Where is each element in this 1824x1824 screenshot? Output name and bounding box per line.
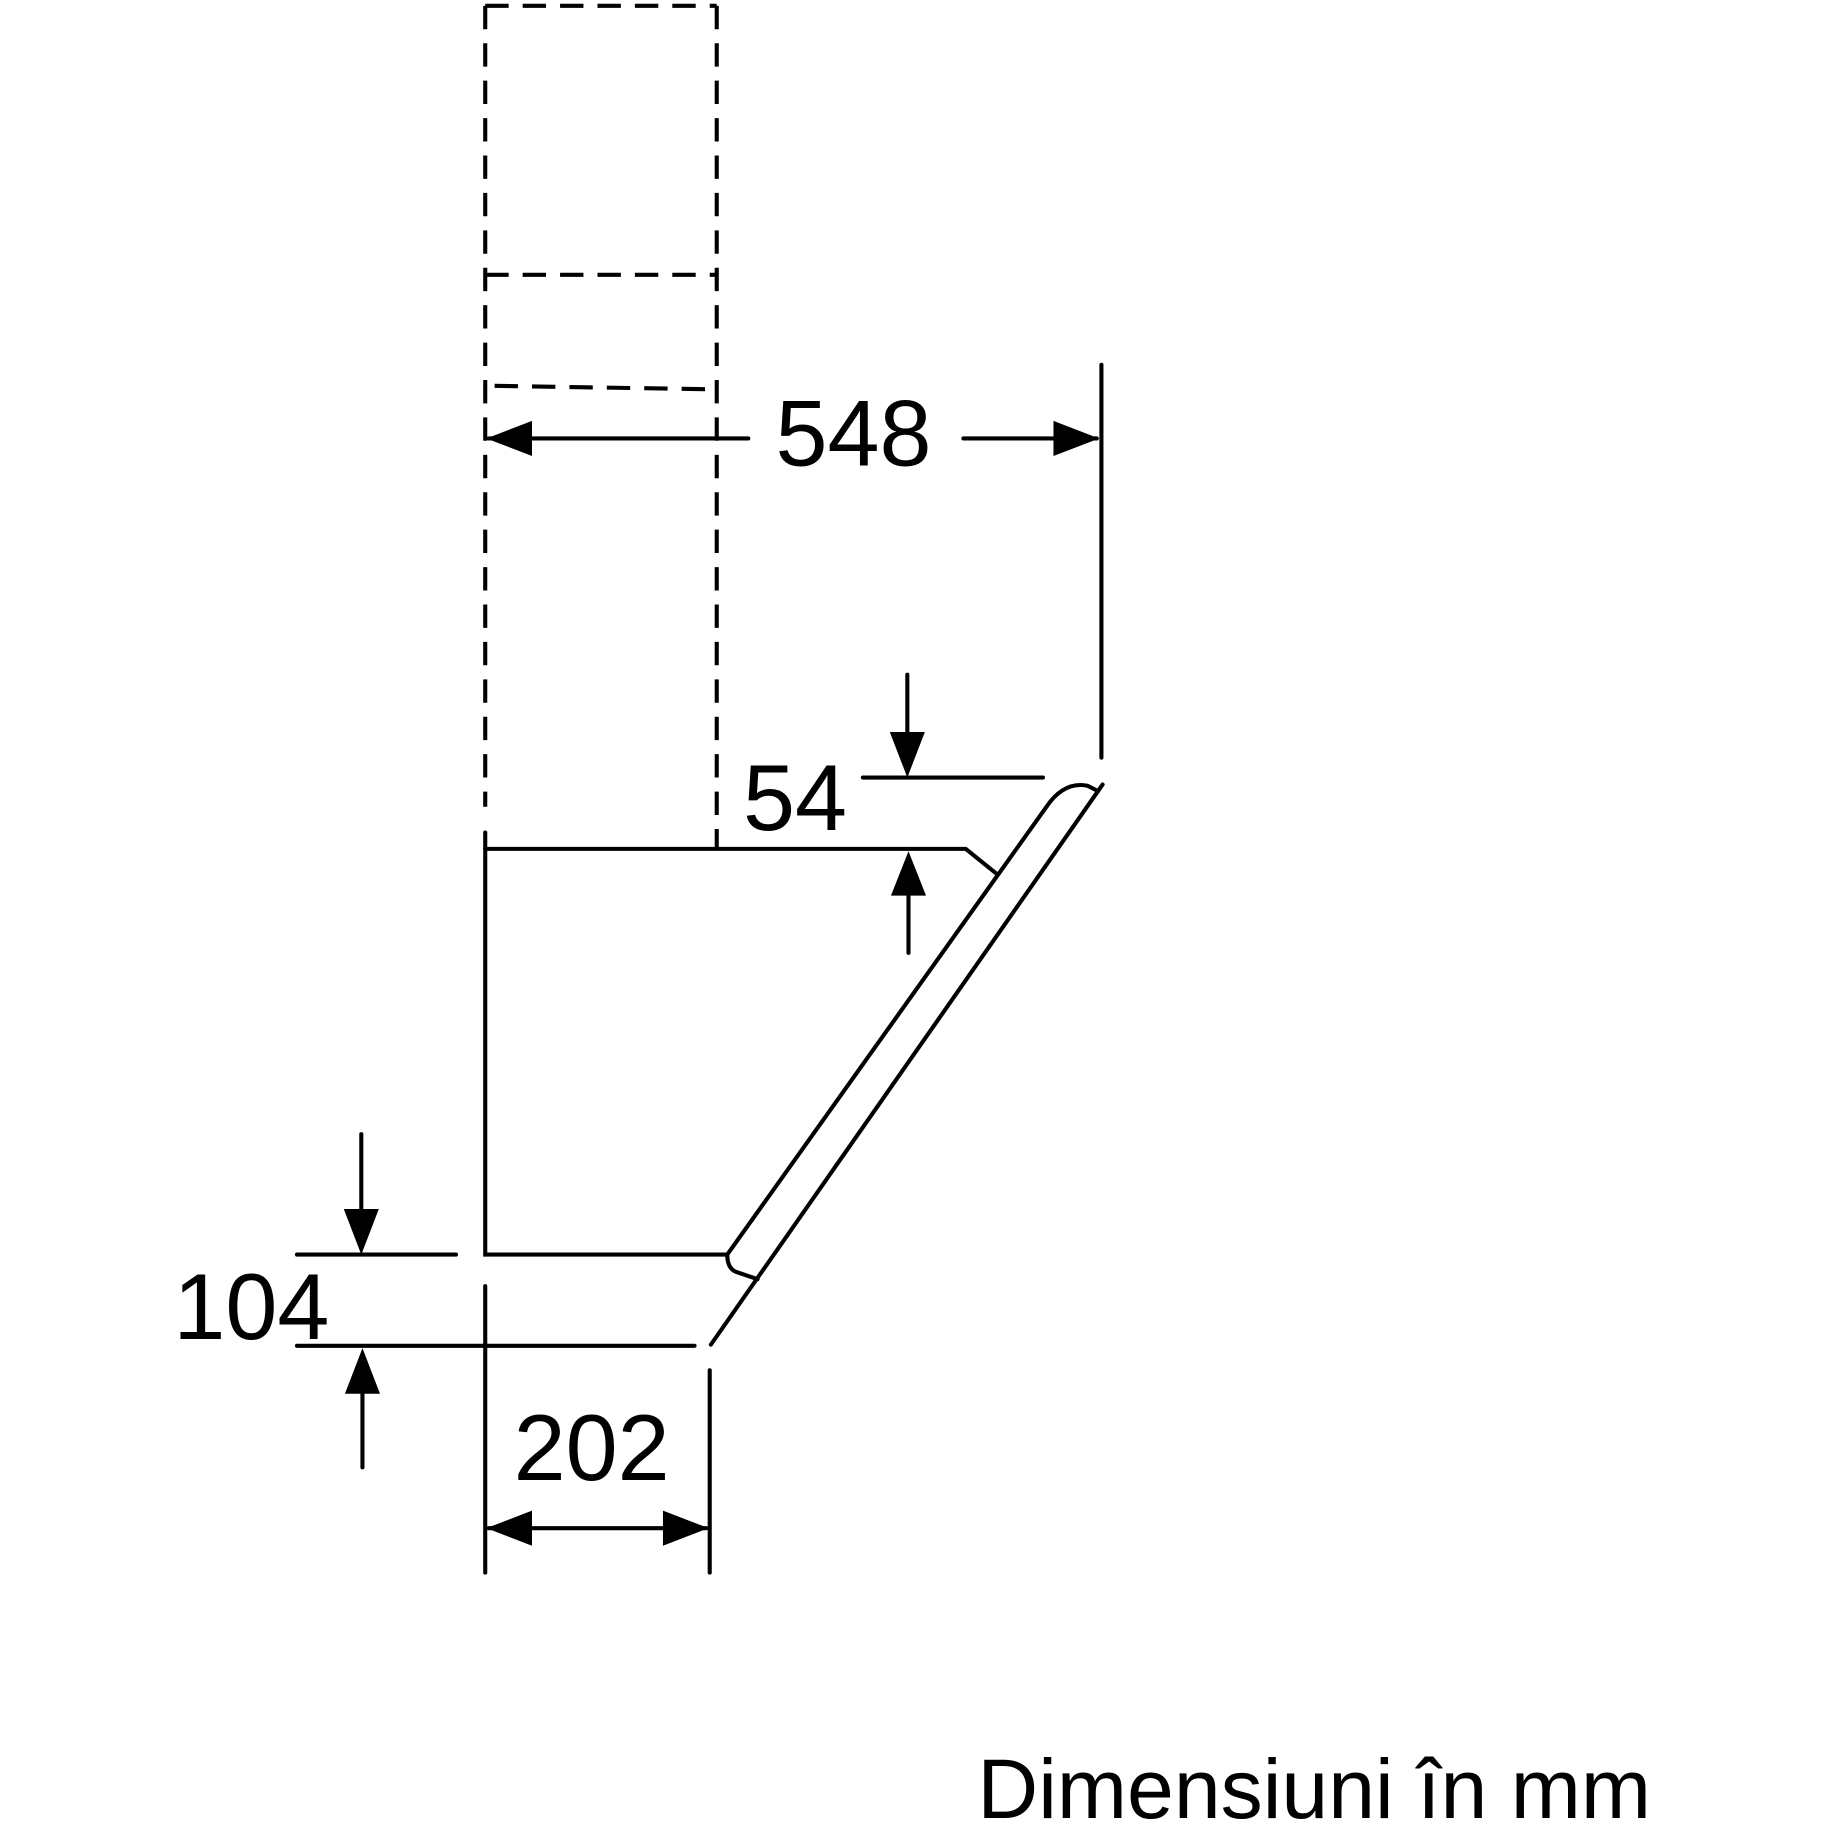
dimension-54: 54 <box>743 672 1045 955</box>
units-caption: Dimensiuni în mm <box>977 1742 1651 1824</box>
dimension-104: 104 <box>173 1132 697 1470</box>
dimension-label-548: 548 <box>776 380 932 485</box>
dimension-label-104: 104 <box>173 1254 329 1359</box>
dimension-548: 548 <box>486 362 1104 760</box>
chimney-outline-dashed <box>483 3 719 848</box>
dimension-label-202: 202 <box>514 1395 670 1500</box>
hood-body-outline <box>483 782 1105 1347</box>
dimension-label-54: 54 <box>743 745 847 850</box>
dimension-202: 202 <box>483 1284 712 1575</box>
